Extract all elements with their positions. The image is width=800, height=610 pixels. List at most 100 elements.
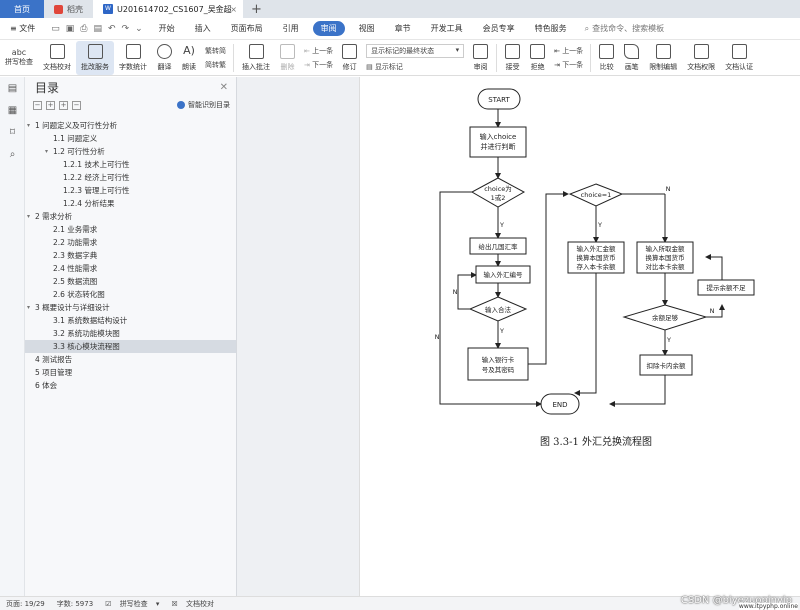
flow-shapes (467, 88, 755, 415)
toc-item[interactable]: 1.1 问题定义 (25, 132, 236, 145)
menu-item-3[interactable]: 引用 (282, 24, 299, 33)
remove-heading-icon[interactable]: − (72, 100, 81, 110)
compare-button[interactable]: 比较 (594, 41, 619, 75)
expand-all-icon[interactable]: + (46, 100, 55, 110)
toc-item[interactable]: ▾3 概要设计与详细设计 (25, 301, 236, 314)
wordcount-icon (125, 43, 141, 59)
proofread-status[interactable]: ☒ 文档校对 (165, 599, 226, 609)
toc-item[interactable]: 3.1 系统数据结构设计 (25, 314, 236, 327)
tab-daoke[interactable]: 稻壳 (44, 0, 93, 18)
chevron-down-icon[interactable]: ▾ (45, 148, 49, 155)
toc-item[interactable]: 2.5 数据流图 (25, 275, 236, 288)
toc-item[interactable]: 3.3 核心模块流程图 (25, 340, 236, 353)
tab-home[interactable]: 首页 (0, 0, 44, 18)
toc-item[interactable]: 1.2.3 管理上可行性 (25, 184, 236, 197)
toc-panel-icon[interactable]: ▤ (7, 82, 18, 94)
search-box[interactable]: ⌕查找命令、搜索模板 (585, 23, 664, 34)
menu-item-2[interactable]: 页面布局 (230, 24, 263, 33)
chevron-down-icon[interactable]: ▾ (27, 213, 31, 220)
chapter-icon[interactable]: ▦ (7, 104, 18, 116)
toc-item[interactable]: 6 体会 (25, 379, 236, 392)
review-pane-button[interactable]: 审阅 (468, 41, 493, 75)
save-icon[interactable]: ▣ (65, 23, 75, 34)
collapse-all-icon[interactable]: − (33, 100, 42, 110)
chevron-down-icon[interactable]: ▾ (27, 304, 31, 311)
toc-item[interactable]: 2.1 业务需求 (25, 223, 236, 236)
show-markup-button[interactable]: ▤ 显示标记 (366, 62, 403, 71)
track-changes-button[interactable]: 修订 (337, 41, 362, 75)
chevron-down-icon[interactable]: ▾ (27, 122, 31, 129)
menu-item-1[interactable]: 插入 (194, 24, 211, 33)
undo-icon[interactable]: ↶ (108, 23, 116, 34)
read-aloud-button[interactable]: A)朗读 (177, 41, 201, 75)
toc-item[interactable]: ▾1 问题定义及可行性分析 (25, 119, 236, 132)
toc-item[interactable]: 2.6 状态转化图 (25, 288, 236, 301)
bookmark-icon[interactable]: ⌑ (9, 126, 16, 138)
restrict-edit-button[interactable]: 限制编辑 (644, 41, 682, 75)
print-icon[interactable]: ⎙ (80, 23, 88, 34)
translate-button[interactable]: 翻译 (152, 41, 177, 75)
toc-item[interactable]: 1.2.4 分析结果 (25, 197, 236, 210)
word-count[interactable]: 字数: 5973 (56, 599, 94, 608)
menu-item-4[interactable]: 审阅 (312, 21, 345, 36)
toc-item[interactable]: 2.4 性能需求 (25, 262, 236, 275)
new-tab-button[interactable]: + (251, 1, 262, 17)
close-icon[interactable]: ✕ (219, 81, 228, 93)
toc-item[interactable]: ▾1.2 可行性分析 (25, 145, 236, 158)
menu-bar: ≡ 文件 ▭ ▣ ⎙ ▤ ↶ ↷ ⌄ 开始 插入 页面布局 引用 审阅 视图 章节 开发工具 会… (0, 18, 800, 40)
menu-item-7[interactable]: 开发工具 (430, 24, 463, 33)
doc-cert-button[interactable]: 文档认证 (720, 41, 758, 75)
close-tab-icon[interactable]: × (230, 4, 237, 14)
redo-icon[interactable]: ↷ (121, 23, 130, 34)
menu-item-0[interactable]: 开始 (158, 24, 175, 33)
toc-item[interactable]: 2.3 数据字典 (25, 249, 236, 262)
more-icon[interactable]: ⌄ (135, 23, 143, 34)
ink-label: 画笔 (624, 62, 639, 71)
file-menu[interactable]: ≡ 文件 (10, 24, 36, 33)
toc-item[interactable]: 4 测试报告 (25, 353, 236, 366)
spellcheck-status[interactable]: ☑ 拼写检查 ▾ (105, 599, 160, 608)
smart-toc-button[interactable]: 智能识别目录 (177, 100, 230, 110)
toc-item[interactable]: 1.2.2 经济上可行性 (25, 171, 236, 184)
toc-item[interactable]: 1.2.1 技术上可行性 (25, 158, 236, 171)
next-change-button[interactable]: ⇥ 下一条 (554, 60, 584, 69)
toc-item[interactable]: 5 项目管理 (25, 366, 236, 379)
add-heading-icon[interactable]: + (59, 100, 68, 110)
accept-button[interactable]: 接受 (500, 41, 525, 75)
proofread-button[interactable]: 文档校对 (38, 41, 76, 75)
insert-comment-button[interactable]: 插入批注 (237, 41, 275, 75)
prev-change-button[interactable]: ⇤ 上一条 (554, 46, 584, 55)
menu-item-9[interactable]: 特色服务 (534, 24, 567, 33)
ink-button[interactable]: 画笔 (619, 41, 644, 75)
toc-item[interactable]: ▾2 需求分析 (25, 210, 236, 223)
reject-button[interactable]: 拒绝 (525, 41, 550, 75)
print-preview-icon[interactable]: ▤ (93, 23, 102, 34)
next-comment-button[interactable]: ⇥ 下一条 (304, 60, 334, 69)
flow-input-label-2: 并进行判断 (481, 142, 516, 151)
delete-comment-button[interactable]: 删除 (275, 41, 300, 75)
prev-comment-button[interactable]: ⇤ 上一条 (304, 46, 334, 55)
toc-item[interactable]: 3.2 系统功能模块图 (25, 327, 236, 340)
certificate-icon (731, 43, 747, 59)
menu-item-6[interactable]: 章节 (394, 24, 411, 33)
tab-daoke-label: 稻壳 (67, 4, 83, 14)
open-folder-icon[interactable]: ▭ (51, 23, 60, 34)
page-indicator[interactable]: 页面: 19/29 (6, 599, 45, 608)
menu-item-5[interactable]: 视图 (358, 24, 375, 33)
search-placeholder: 查找命令、搜索模板 (592, 24, 665, 33)
doc-permission-button[interactable]: 文档权限 (682, 41, 720, 75)
to-simplified-button[interactable]: 繁转简 (205, 46, 226, 55)
review-service-button[interactable]: 批改服务 (76, 40, 114, 75)
display-mode-select[interactable]: 显示标记的最终状态▾ (366, 43, 465, 58)
convert-group: 繁转简 简转繁 (201, 46, 230, 70)
to-traditional-button[interactable]: 简转繁 (205, 60, 226, 69)
menu-item-8[interactable]: 会员专享 (482, 24, 515, 33)
toc-item[interactable]: 2.2 功能需求 (25, 236, 236, 249)
flow-valid-label: 输入合法 (485, 305, 512, 314)
find-icon[interactable]: ⌕ (9, 148, 16, 160)
wordcount-button[interactable]: 字数统计 (114, 41, 152, 75)
